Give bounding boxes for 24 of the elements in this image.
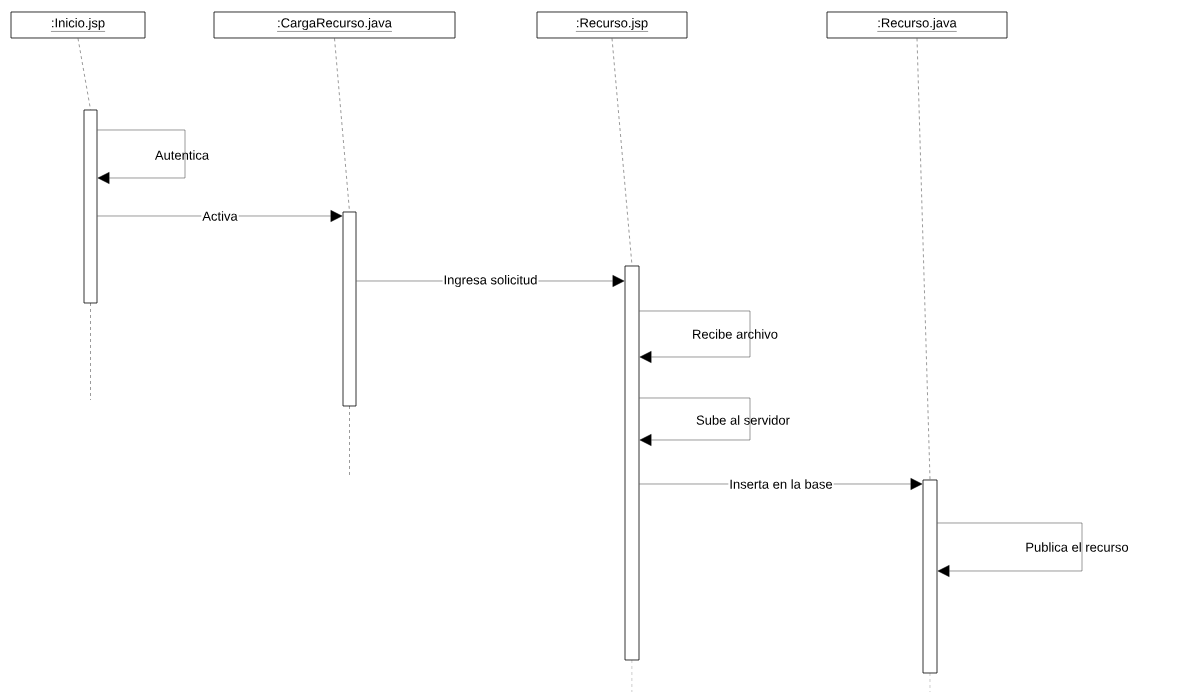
object-box: :Recurso.java [826,11,1008,39]
message-label: Sube al servidor [696,415,790,425]
self-message-arrow [937,522,1083,577]
message-label: Inserta en la base [728,478,834,490]
activation-bar [624,265,640,661]
activation-bar [342,211,357,407]
message-arrow [97,210,343,222]
self-message-arrow [639,310,751,363]
message-label: Autentica [154,150,210,160]
object-box: :CargaRecurso.java [213,11,456,39]
object-box: :Inicio.jsp [10,11,146,39]
message-label: Publica el recurso [1026,542,1129,552]
message-label: Recibe archivo [693,329,778,339]
message-label: Activa [201,210,239,222]
lifeline [611,38,633,266]
activation-bar [83,109,98,304]
activation-bar [922,479,938,674]
lifeline [77,38,91,110]
object-box: :Recurso.jsp [536,11,688,39]
lifeline [916,38,931,480]
lifeline [334,38,350,212]
message-label: Ingresa solicitud [442,273,539,289]
self-message-arrow [639,397,751,446]
self-message-arrow [97,129,186,184]
